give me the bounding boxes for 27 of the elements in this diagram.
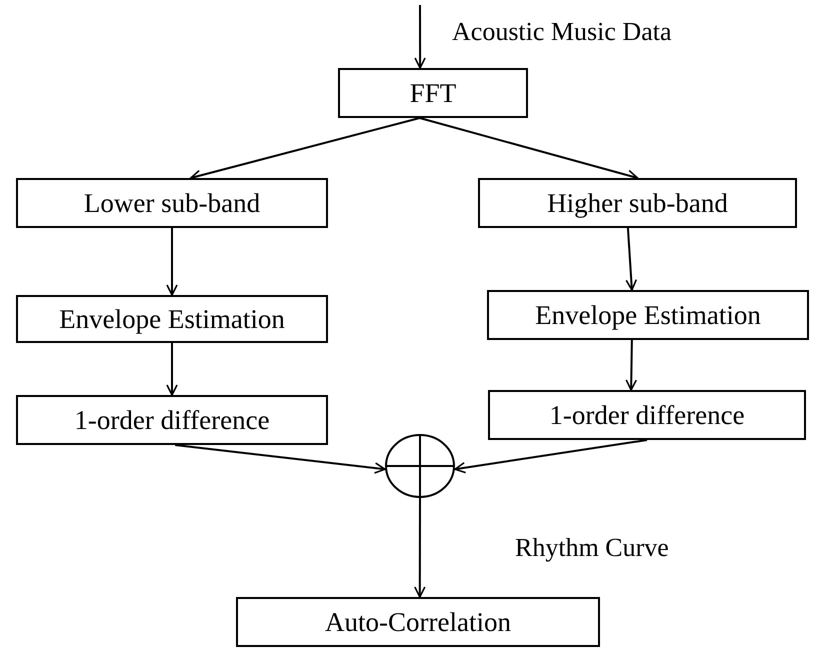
arrow: [414, 5, 426, 69]
arrow: [454, 439, 648, 474]
arrow: [166, 343, 178, 396]
process-box: [16, 178, 328, 228]
box-label: Auto-Correlation: [325, 606, 511, 638]
process-box: [236, 597, 600, 647]
box-label: FFT: [410, 78, 456, 108]
process-box: [488, 390, 806, 440]
process-box: [487, 290, 809, 340]
process-box: [16, 295, 328, 343]
arrow: [166, 228, 178, 296]
process-box: [338, 68, 528, 118]
annotation-text: Acoustic Music Data: [452, 17, 672, 47]
box-label: Envelope Estimation: [59, 304, 285, 334]
box-label: 1-order difference: [549, 400, 745, 430]
arrow: [175, 444, 386, 474]
arrow: [625, 228, 638, 291]
annotation-text: Rhythm Curve: [515, 533, 669, 563]
arrow: [414, 498, 426, 598]
arrow: [419, 117, 638, 181]
box-label: Envelope Estimation: [535, 300, 761, 330]
process-box: [16, 395, 328, 445]
box-label: 1-order difference: [74, 404, 270, 436]
box-label: Higher sub-band: [547, 188, 728, 218]
arrow: [625, 340, 638, 391]
process-box: [478, 178, 797, 228]
box-label: Lower sub-band: [84, 188, 260, 218]
